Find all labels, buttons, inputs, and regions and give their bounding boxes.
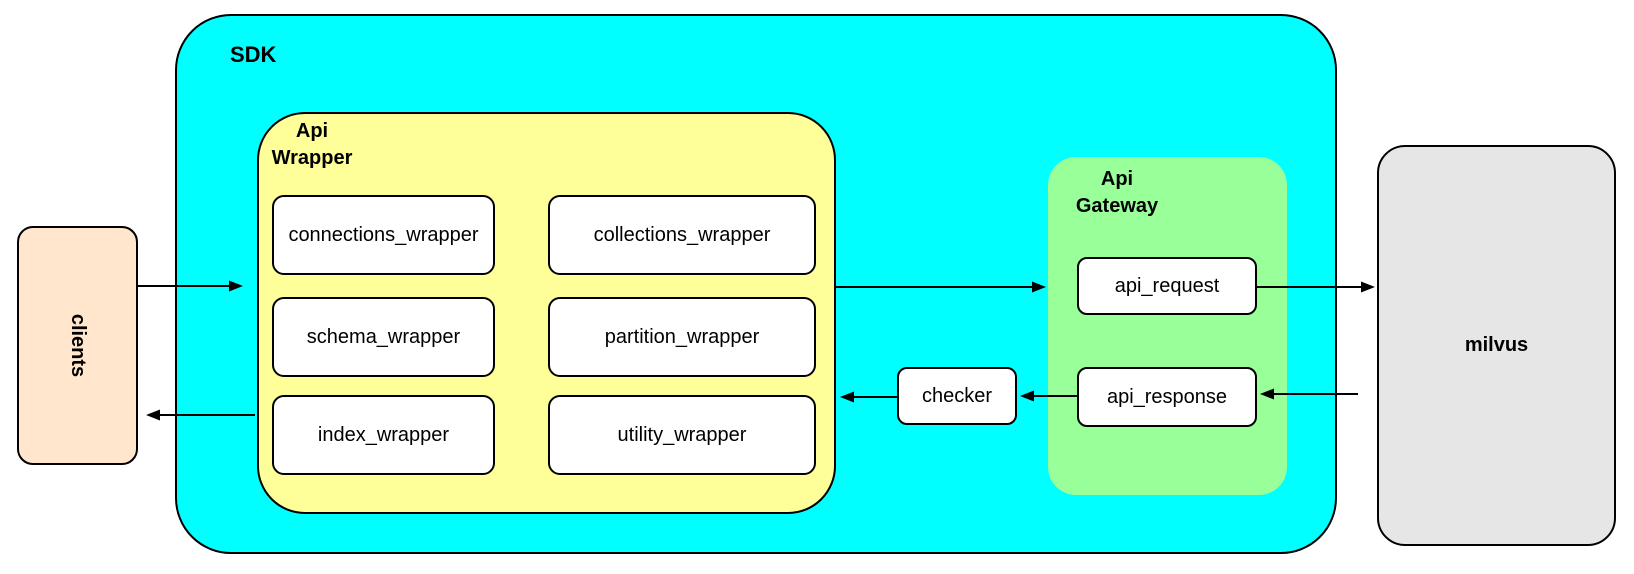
index-wrapper-node: index_wrapper [272, 395, 495, 475]
partition-wrapper-node: partition_wrapper [548, 297, 816, 377]
milvus-label: milvus [1464, 334, 1529, 356]
utility-wrapper-label: utility_wrapper [617, 423, 747, 446]
api-gateway-label: Api Gateway [1075, 168, 1159, 217]
collections-wrapper-label: collections_wrapper [593, 223, 771, 246]
partition-wrapper-label: partition_wrapper [604, 325, 760, 348]
api-request-label: api_request [1114, 274, 1220, 297]
checker-node: checker [897, 367, 1017, 425]
milvus-node: milvus [1377, 145, 1616, 546]
index-wrapper-label: index_wrapper [317, 423, 450, 446]
schema-wrapper-node: schema_wrapper [272, 297, 495, 377]
connections-wrapper-label: connections_wrapper [288, 223, 479, 246]
connector-arrowhead-request-to-milvus [1361, 281, 1375, 293]
schema-wrapper-label: schema_wrapper [306, 325, 461, 348]
connections-wrapper-node: connections_wrapper [272, 195, 495, 275]
utility-wrapper-node: utility_wrapper [548, 395, 816, 475]
api-response-label: api_response [1106, 385, 1228, 408]
checker-label: checker [921, 384, 993, 407]
api-response-node: api_response [1077, 367, 1257, 427]
clients-label: clients [66, 313, 89, 378]
sdk-label: SDK [230, 42, 277, 67]
clients-node: clients [17, 226, 138, 465]
api-request-node: api_request [1077, 257, 1257, 315]
api-wrapper-label: Api Wrapper [271, 120, 353, 169]
connector-arrowhead-sdk-to-clients [146, 409, 160, 421]
api-gateway-container [1048, 157, 1287, 495]
collections-wrapper-node: collections_wrapper [548, 195, 816, 275]
